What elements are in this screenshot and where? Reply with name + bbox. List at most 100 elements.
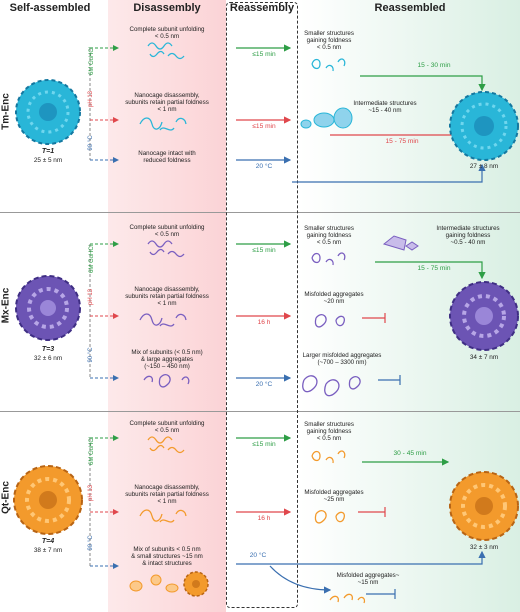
- tm-unfolded-subunits: [147, 42, 185, 60]
- row2-size: 32 ± 6 nm: [33, 355, 63, 362]
- header-self-assembled: Self-assembled: [9, 2, 91, 14]
- row1-dis1-title: Complete subunit unfolding: [129, 26, 205, 33]
- qt-enc-cage-small: [183, 571, 209, 597]
- row1-tnumber: T=1: [41, 148, 55, 155]
- row3-dis3-title: Mix of subunits < 0.5 nm: [133, 546, 201, 553]
- row1-size: 25 ± 5 nm: [33, 157, 63, 164]
- row3-time-ph: 16 h: [257, 515, 271, 522]
- row3-name: Qt-Enc: [0, 481, 12, 514]
- row1-out1-sub: gaining foldness: [306, 37, 352, 44]
- row1-dis3-title: Nanocage intact with: [138, 150, 196, 157]
- row2-out2-size: ~20 nm: [323, 298, 345, 305]
- row2-temp-re: 20 °C: [255, 381, 273, 388]
- row2-out3-size: (~700 – 3300 nm): [317, 359, 367, 366]
- row1-dis2-size: < 1 nm: [157, 106, 177, 113]
- tm-enc-cage-left: [15, 79, 81, 145]
- row2-dis2-title: Nanocage disassembly,: [134, 286, 200, 293]
- tm-partial-subunits: [139, 117, 187, 131]
- row3-dis1-title: Complete subunit unfolding: [129, 420, 205, 427]
- row1-time-out1: 15 - 30 min: [417, 62, 451, 69]
- row3-out1-size: < 0.5 nm: [316, 435, 342, 442]
- row3-branch-arrows: [89, 435, 119, 569]
- row-divider-2: [0, 411, 520, 412]
- row3-temp-re: 20 °C: [249, 552, 267, 559]
- row2-final-size: 34 ± 7 nm: [469, 354, 499, 361]
- row3-dis2-title: Nanocage disassembly,: [134, 484, 200, 491]
- row1-final-size: 27 ± 8 nm: [469, 163, 499, 170]
- row3-out1-sub: gaining foldness: [306, 428, 352, 435]
- row3-tnumber: T=4: [41, 538, 55, 545]
- header-reassembled: Reassembled: [374, 2, 446, 14]
- row1-temp-re: 20 °C: [255, 163, 273, 170]
- row2-out2-title: Misfolded aggregates: [304, 291, 364, 298]
- mx-aggregates-disassembly: [143, 374, 190, 388]
- row2-dis3-title: Mix of subunits (< 0.5 nm): [131, 349, 203, 356]
- row2-out1r-sub: gaining foldness: [445, 232, 491, 239]
- row1-dis2-sub: subunits retain partial foldness: [125, 99, 209, 106]
- qt-enc-cage-right: [449, 471, 519, 541]
- qt-small-structures: [311, 450, 346, 464]
- row3-cond-temp: 90 °C: [88, 535, 94, 551]
- row3-cond-guhcl: 6M GuHCl: [89, 437, 95, 466]
- row2-cond-ph: pH 13: [88, 289, 94, 306]
- row3-time-out1: 30 - 45 min: [393, 450, 427, 457]
- qt-enc-cage-left: [13, 465, 83, 535]
- reassembly-box: [226, 2, 298, 608]
- row1-dis3-sub: reduced foldness: [143, 157, 191, 164]
- row2-dis2-sub: subunits retain partial foldness: [125, 293, 209, 300]
- row3-out3-size: ~15 nm: [357, 579, 379, 586]
- mx-small-structures: [311, 252, 346, 266]
- row2-dis3-sub: & large aggregates: [140, 356, 194, 363]
- row3-dis2-size: < 1 nm: [157, 498, 177, 505]
- row2-out3-title: Larger misfolded aggregates: [302, 352, 382, 359]
- row2-time-guhcl: ≤15 min: [252, 247, 276, 254]
- mx-intermediate-blobs: [382, 235, 419, 251]
- header-reassembly: Reassembly: [229, 2, 295, 14]
- qt-misfolded-aggregates: [314, 510, 346, 524]
- row3-out2-title: Misfolded aggregates: [304, 489, 364, 496]
- header-disassembly: Disassembly: [133, 2, 201, 14]
- mx-larger-aggregates: [302, 375, 361, 397]
- row3-cond-ph: pH 13: [88, 485, 94, 502]
- row2-dis3-size: (~150 – 450 nm): [144, 363, 190, 370]
- row2-dis1-title: Complete subunit unfolding: [129, 224, 205, 231]
- row2-tnumber: T=3: [41, 346, 55, 353]
- row3-dis1-size: < 0.5 nm: [154, 427, 180, 434]
- row1-dis2-title: Nanocage disassembly,: [134, 92, 200, 99]
- row1-out2-size: ~15 - 40 nm: [368, 107, 402, 114]
- row1-cond-guhcl: 6M GuHCl: [89, 47, 95, 76]
- row1-out1-title: Smaller structures: [304, 30, 354, 37]
- tm-intermediate-blobs: [300, 107, 353, 129]
- mx-enc-cage-left: [15, 275, 81, 341]
- qt-misfolded-small: [329, 593, 366, 604]
- qt-unfolded-subunits: [147, 436, 185, 454]
- qt-partial-subunits: [139, 509, 187, 523]
- row1-cond-temp: 90 °C: [88, 135, 94, 151]
- qt-mix-blobs: [129, 574, 179, 593]
- row3-size: 38 ± 7 nm: [33, 547, 63, 554]
- row1-out2-title: Intermediate structures: [353, 100, 417, 107]
- row2-solid-arrows: [236, 240, 486, 385]
- row2-cond-guhcl: 6M GuHCl: [89, 245, 95, 274]
- row1-name: Tm-Enc: [0, 93, 12, 130]
- row2-dis1-size: < 0.5 nm: [154, 231, 180, 238]
- row2-out1r-size: ~0.5 - 40 nm: [450, 239, 486, 246]
- row2-time-out1: 15 - 75 min: [417, 265, 451, 272]
- row2-out1-sub: gaining foldness: [306, 232, 352, 239]
- row2-time-ph: 16 h: [257, 319, 271, 326]
- row3-dis3-sub: & small structures ~15 nm: [131, 553, 203, 560]
- row3-dis2-sub: subunits retain partial foldness: [125, 491, 209, 498]
- disassembly-background: [108, 0, 226, 612]
- mx-misfolded-aggregates: [314, 314, 346, 328]
- tm-enc-cage-right: [449, 91, 519, 161]
- row-divider-1: [0, 212, 520, 213]
- row1-time-out2: 15 - 75 min: [385, 138, 419, 145]
- row1-time-ph: ≤15 min: [252, 123, 276, 130]
- mx-unfolded-subunits: [147, 240, 185, 258]
- row1-cond-ph: pH 13: [88, 91, 94, 108]
- row1-solid-arrows: [236, 44, 486, 183]
- row2-out1-title: Smaller structures: [304, 225, 354, 232]
- row2-name: Mx-Enc: [0, 287, 12, 324]
- mx-enc-cage-right: [449, 281, 519, 351]
- row2-dis2-size: < 1 nm: [157, 300, 177, 307]
